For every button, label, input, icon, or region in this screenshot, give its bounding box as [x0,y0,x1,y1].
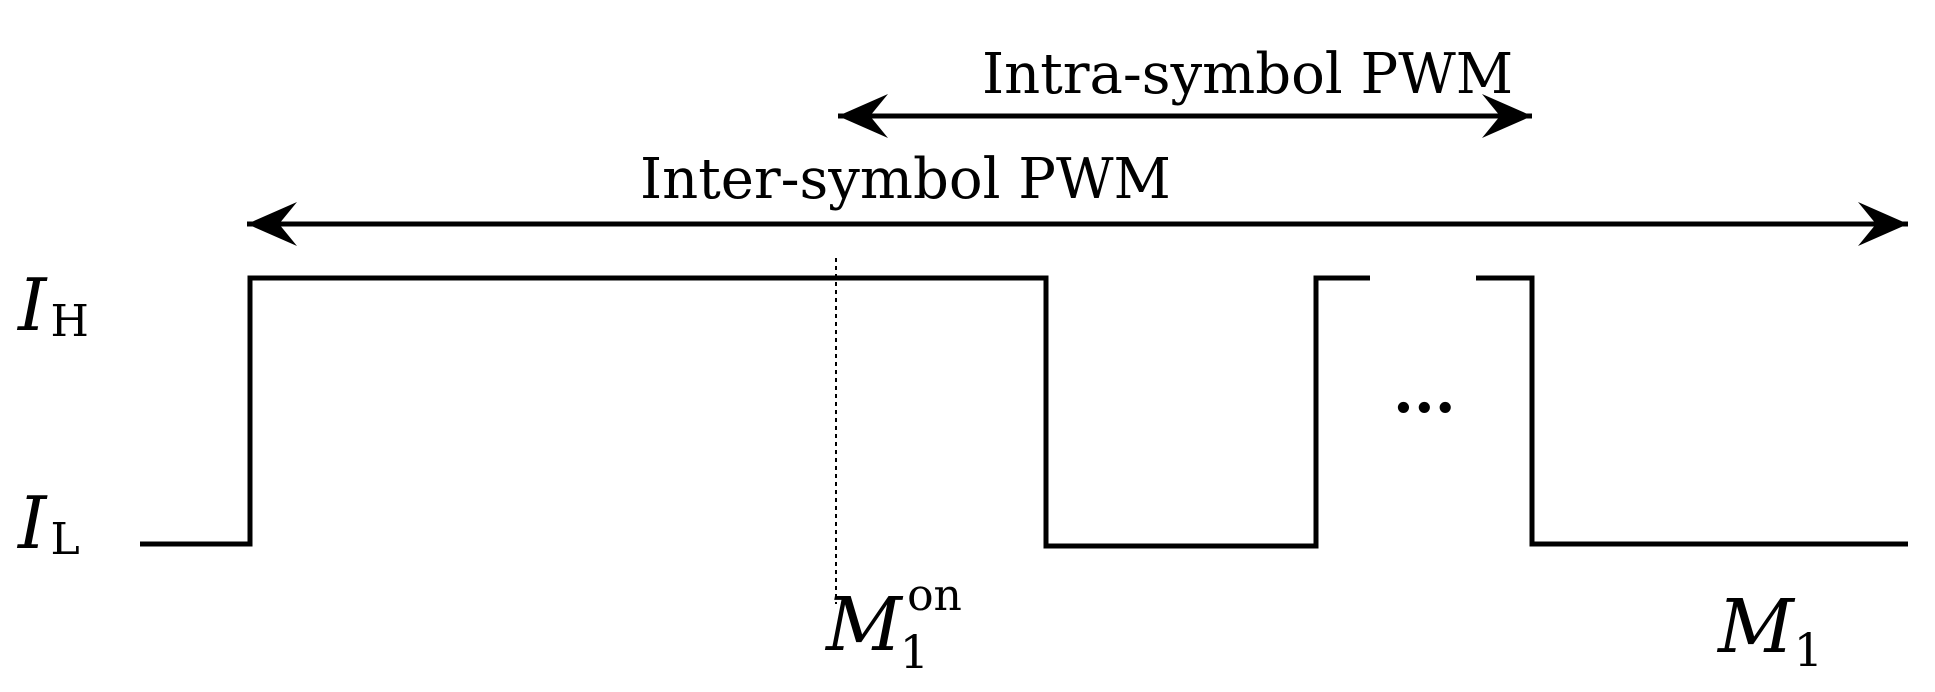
intra-arrow-right-head [1482,94,1532,138]
intra-symbol-arrow: Intra-symbol PWM [838,42,1532,138]
inter-arrow-right-head [1858,202,1908,246]
level-high-label: IH [16,263,89,347]
inter-symbol-label: Inter-symbol PWM [640,147,1171,212]
inter-arrow-left-head [247,202,297,246]
waveform-segment-2 [1476,275,1908,547]
m1-on-label: M1on [824,570,962,679]
m1-label: M1 [1716,584,1823,677]
level-low-label: IL [16,481,80,565]
pwm-waveform [140,275,1908,549]
inter-symbol-arrow: Inter-symbol PWM [247,147,1908,246]
intra-symbol-label: Intra-symbol PWM [982,42,1513,107]
ellipsis: ... [1393,357,1456,427]
waveform-segment-1 [140,275,1370,549]
intra-arrow-left-head [838,94,888,138]
